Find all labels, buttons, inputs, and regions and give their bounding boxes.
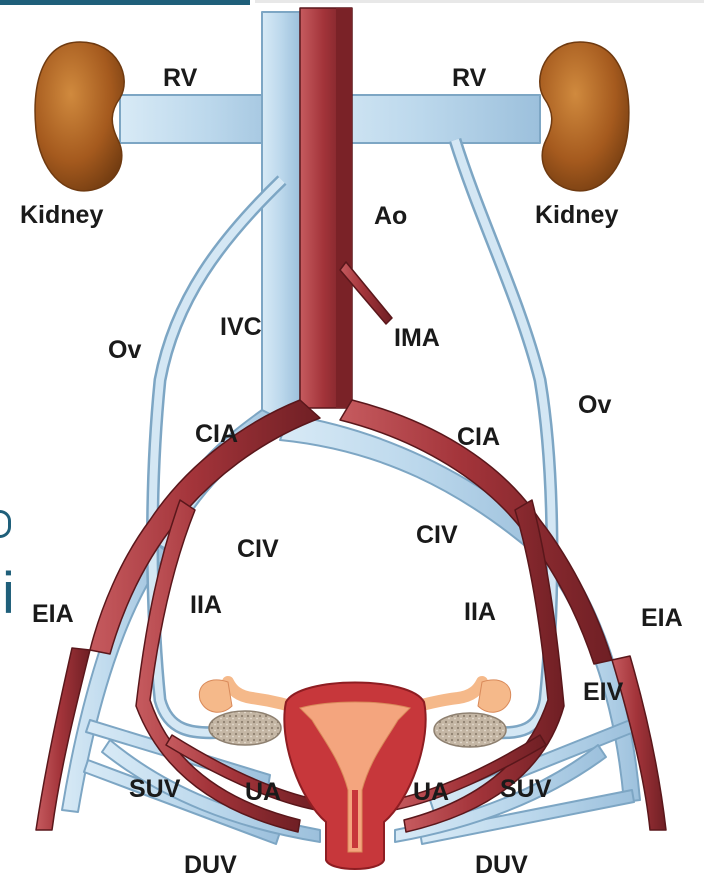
- label-common-iliac-artery-right: CIA: [457, 425, 500, 450]
- label-renal-vein-right: RV: [452, 66, 486, 91]
- label-uterine-artery-right: UA: [413, 780, 449, 805]
- label-external-iliac-vein: EIV: [583, 680, 623, 705]
- cervical-canal: [352, 790, 358, 848]
- label-uterine-artery-left: UA: [245, 780, 281, 805]
- aorta-shade: [336, 8, 352, 408]
- label-internal-iliac-artery-left: IIA: [190, 593, 222, 618]
- label-internal-iliac-artery-right: IIA: [464, 600, 496, 625]
- label-ivc: IVC: [220, 315, 262, 340]
- fimbria-right: [478, 680, 511, 712]
- inferior-vena-cava: [262, 12, 300, 420]
- ovary-right: [434, 713, 506, 747]
- kidney-left-shape: [35, 42, 124, 191]
- label-common-iliac-vein-right: CIV: [416, 523, 458, 548]
- label-ovarian-vein-left: Ov: [108, 338, 141, 363]
- label-superficial-uterine-vein-right: SUV: [500, 777, 551, 802]
- label-external-iliac-artery-left: EIA: [32, 602, 74, 627]
- label-kidney-right: Kidney: [535, 203, 618, 228]
- label-deep-uterine-vein-right: DUV: [475, 853, 528, 878]
- label-ima: IMA: [394, 326, 440, 351]
- edge-fragment-letter-i: i: [2, 565, 15, 623]
- top-edge-fragment: [0, 0, 704, 5]
- label-common-iliac-vein-left: CIV: [237, 537, 279, 562]
- ovary-left: [209, 711, 281, 745]
- label-superficial-uterine-vein-left: SUV: [129, 777, 180, 802]
- label-renal-vein-left: RV: [163, 66, 197, 91]
- label-aorta: Ao: [374, 204, 407, 229]
- kidney-right-shape: [540, 42, 629, 191]
- label-kidney-left: Kidney: [20, 203, 103, 228]
- label-ovarian-vein-right: Ov: [578, 393, 611, 418]
- label-common-iliac-artery-left: CIA: [195, 422, 238, 447]
- label-external-iliac-artery-right: EIA: [641, 606, 683, 631]
- fimbria-left: [199, 680, 232, 712]
- label-deep-uterine-vein-left: DUV: [184, 853, 237, 878]
